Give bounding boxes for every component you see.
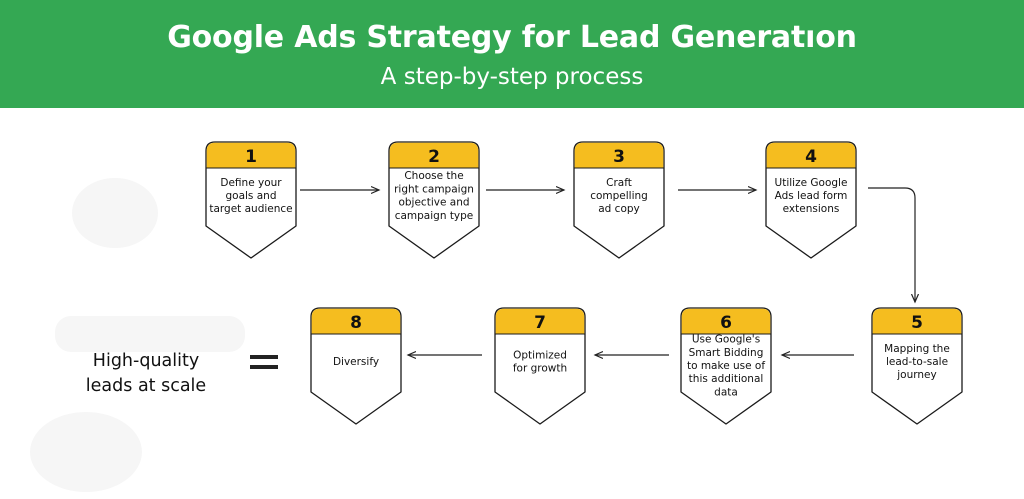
step-number: 7: [534, 313, 546, 333]
step-label-line: for growth: [513, 363, 567, 375]
result-line: leads at scale: [85, 376, 207, 396]
step-label-line: compelling: [590, 190, 648, 202]
step-shape: [871, 307, 963, 425]
step-label-line: Use Google's: [692, 334, 760, 346]
step-label-line: to make use of: [687, 360, 765, 372]
result-label: High-quality leads at scale: [66, 349, 226, 399]
connector-arrow: [868, 187, 915, 302]
step-tab: [766, 142, 856, 168]
step-shape: [573, 141, 665, 259]
step-label-line: Smart Bidding: [689, 347, 764, 359]
step-shape: [310, 307, 402, 425]
step-label-line: campaign type: [395, 210, 474, 222]
step-number: 5: [911, 313, 923, 333]
step-number: 4: [805, 147, 817, 167]
step-tab: [206, 142, 296, 168]
page-subtitle: A step-by-step process: [380, 64, 644, 90]
step-tab: [311, 308, 401, 334]
step-shape: [494, 307, 586, 425]
step-tab: [574, 142, 664, 168]
step-tab: [872, 308, 962, 334]
step-shape: [205, 141, 297, 259]
step-label-line: lead-to-sale: [886, 356, 948, 368]
step-label-line: objective and: [398, 197, 469, 209]
step-label-line: target audience: [209, 203, 292, 215]
step-label-line: Diversify: [333, 356, 379, 368]
step-label-line: goals and: [225, 190, 276, 202]
step-number: 6: [720, 313, 732, 333]
step-label-line: Define your: [220, 177, 282, 189]
step-label-line: data: [714, 386, 738, 398]
step-tab: [495, 308, 585, 334]
background-blob: [55, 316, 245, 352]
step-label-line: Optimized: [513, 349, 567, 361]
step-label-line: ad copy: [598, 203, 640, 215]
step-label-line: Ads lead form: [775, 190, 848, 202]
step-tab: [389, 142, 479, 168]
step-number: 3: [613, 147, 625, 167]
step-shape: [765, 141, 857, 259]
equals-icon: [250, 346, 284, 376]
header-banner: Google Ads Strategy for Lead Generatıon …: [0, 0, 1024, 108]
result-line: High-quality: [92, 351, 200, 371]
step-label-line: Craft: [606, 177, 632, 189]
step-label-line: extensions: [783, 203, 840, 215]
step-label-line: Choose the: [404, 170, 463, 182]
step-label-line: Utilize Google: [775, 177, 848, 189]
step-number: 2: [428, 147, 440, 167]
background-blob: [30, 412, 142, 492]
page-title: Google Ads Strategy for Lead Generatıon: [167, 20, 857, 55]
step-label-line: Mapping the: [884, 343, 950, 355]
step-label-line: this additional: [689, 373, 764, 385]
step-label-line: journey: [896, 369, 936, 381]
background-blob: [72, 178, 158, 248]
step-shape: [680, 307, 772, 425]
step-label-line: right campaign: [394, 183, 474, 195]
step-number: 1: [245, 147, 257, 167]
step-shape: [388, 141, 480, 259]
step-number: 8: [350, 313, 362, 333]
step-tab: [681, 308, 771, 334]
